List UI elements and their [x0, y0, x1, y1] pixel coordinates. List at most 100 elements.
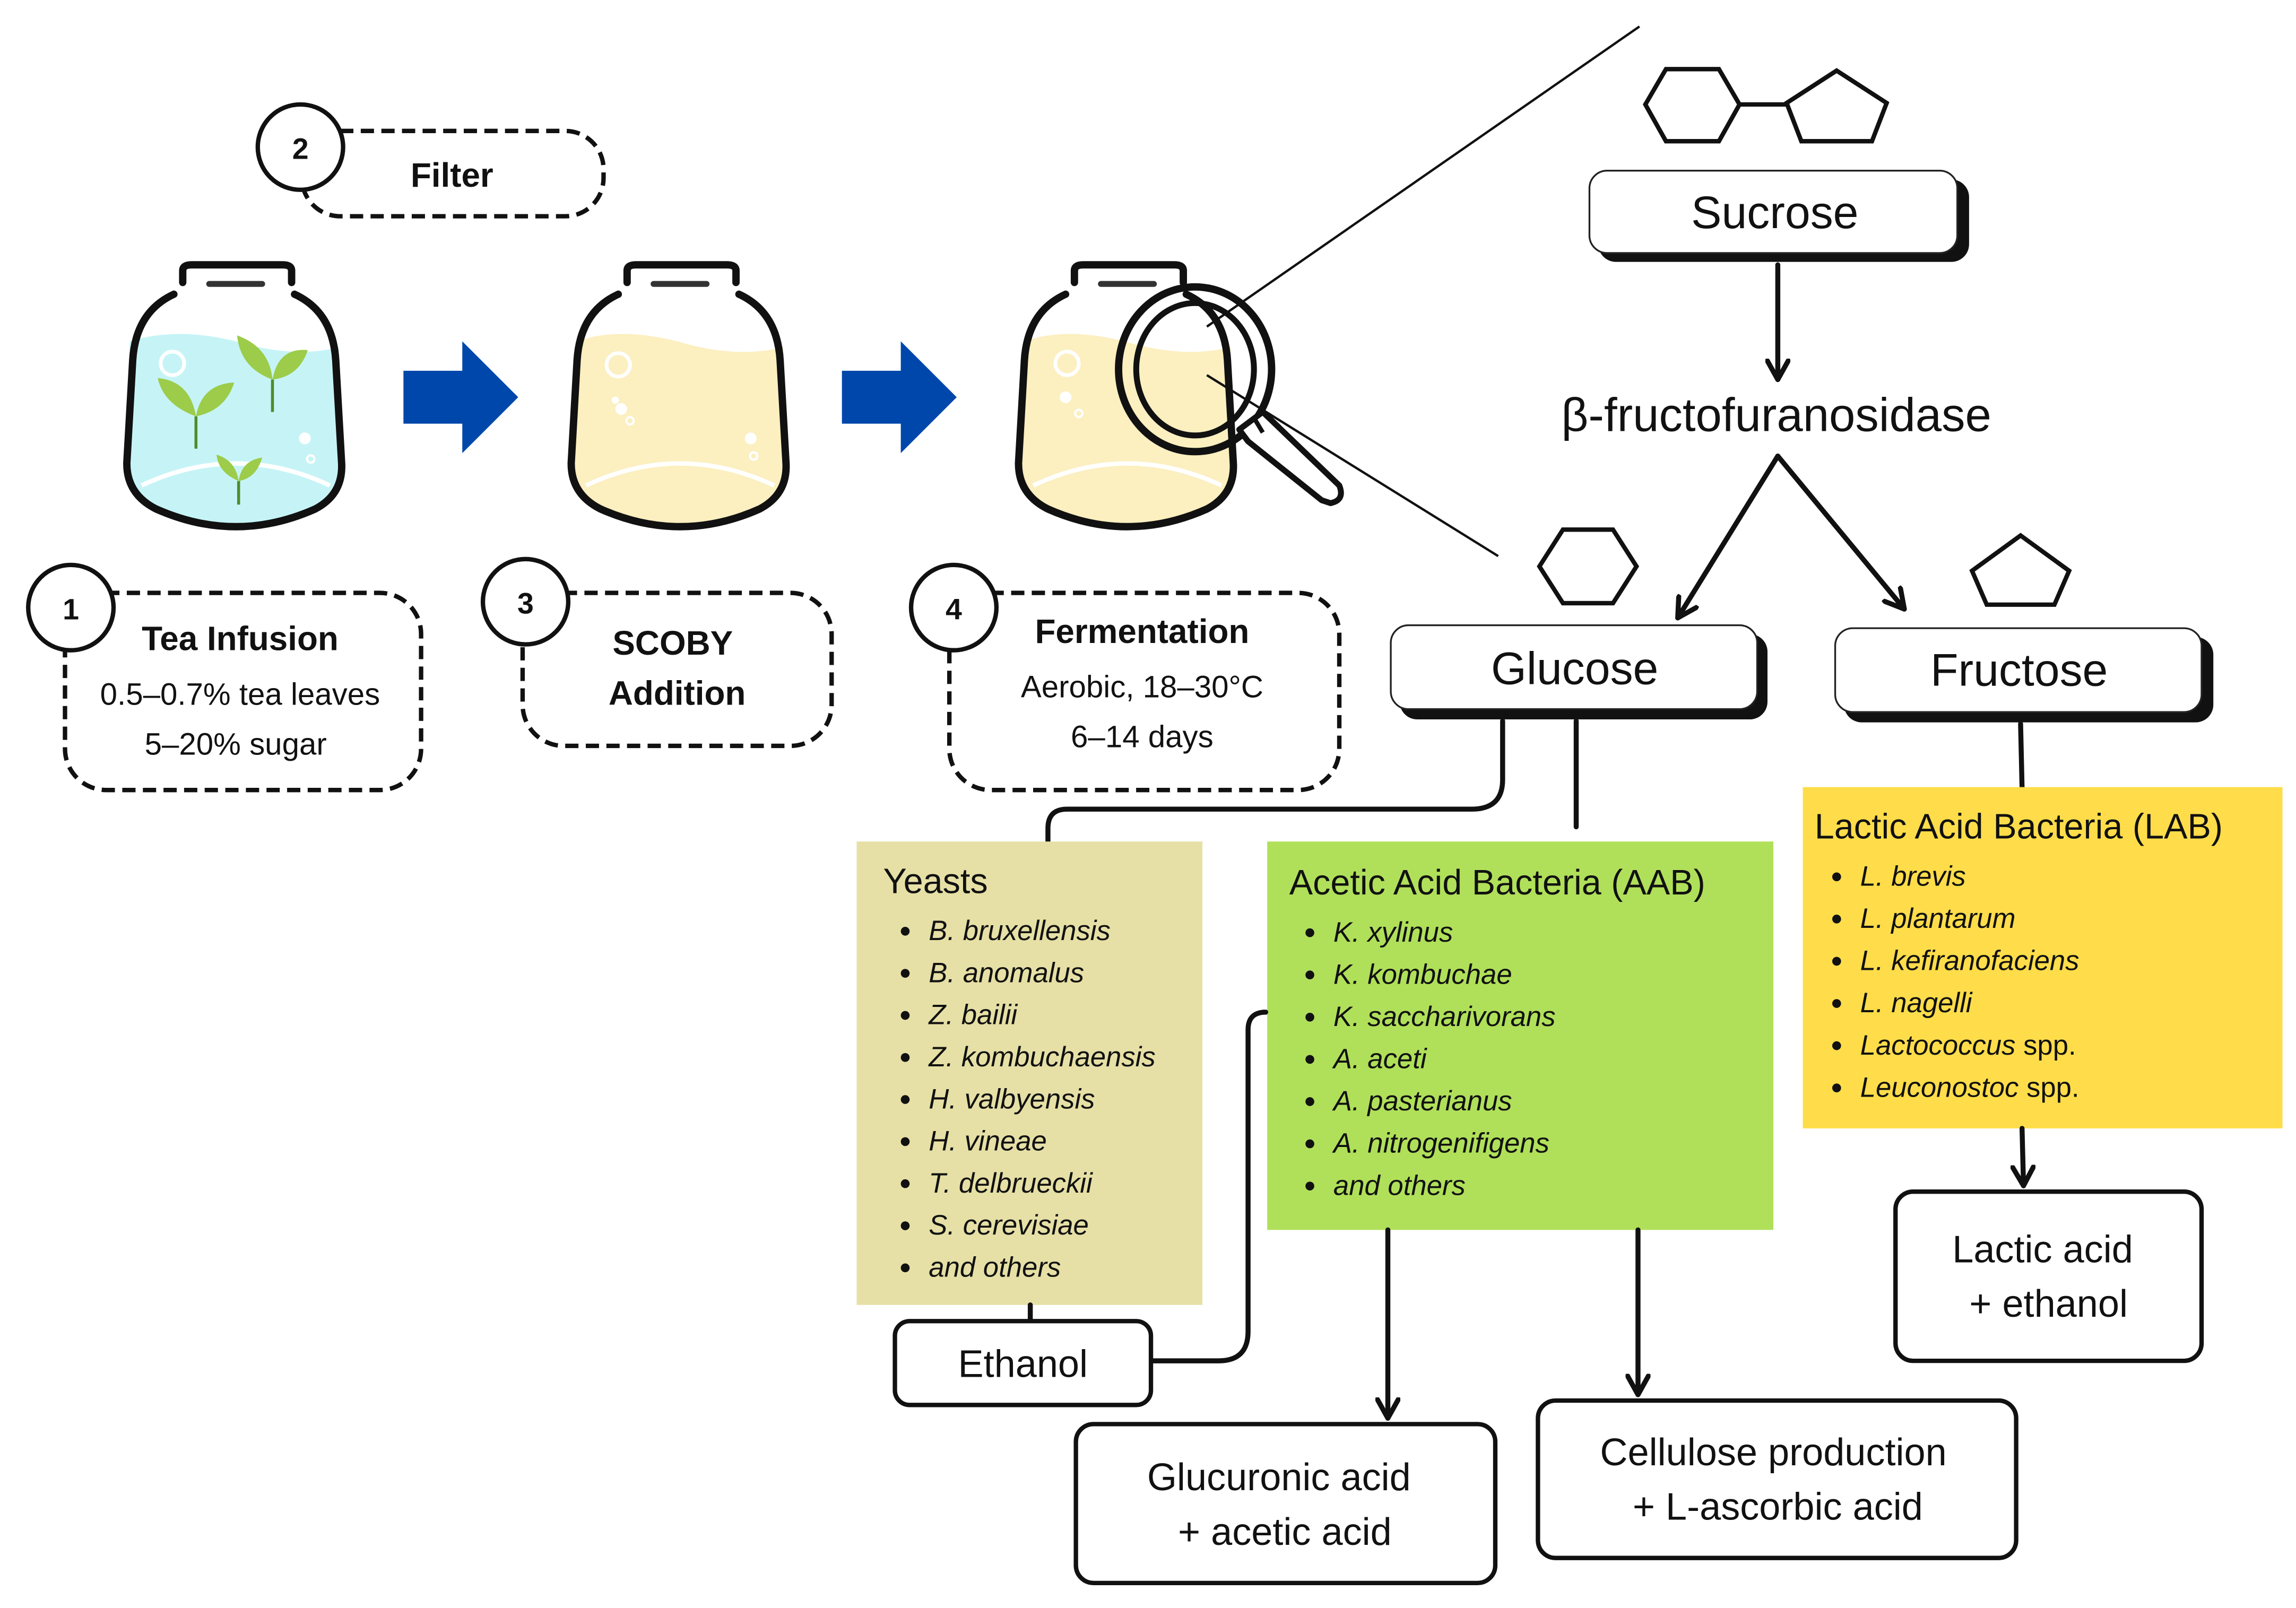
- tea-liquid: [126, 334, 342, 527]
- list-item: and others: [929, 1251, 1061, 1283]
- product-line: + L-ascorbic acid: [1633, 1486, 1923, 1528]
- bullet-icon: [900, 1221, 910, 1230]
- product-line: + ethanol: [1969, 1283, 2128, 1325]
- bullet-icon: [900, 969, 910, 978]
- process-arrow-1: [403, 341, 518, 454]
- list-item: A. pasterianus: [1332, 1085, 1512, 1117]
- list-item: H. vineae: [929, 1126, 1047, 1157]
- step-detail: Aerobic, 18–30°C: [1021, 670, 1263, 704]
- kombucha-liquid: [1018, 334, 1234, 527]
- bullet-icon: [1832, 957, 1841, 966]
- step-fermentation: 4 Fermentation Aerobic, 18–30°C 6–14 day…: [908, 562, 1342, 793]
- cellulose-box: Cellulose production + L-ascorbic acid: [1536, 1398, 2018, 1560]
- process-arrow-2: [842, 341, 957, 454]
- list-item: L. kefiranofaciens: [1860, 945, 2080, 977]
- glucose-box: Glucose: [1390, 624, 1768, 720]
- step-number: 1: [63, 593, 79, 625]
- list-item: B. bruxellensis: [929, 915, 1111, 946]
- list-item: T. delbrueckii: [929, 1168, 1093, 1199]
- bullet-icon: [900, 1053, 910, 1062]
- step-title: Tea Infusion: [142, 620, 339, 658]
- fructose-pentagon-icon: [1969, 533, 2072, 607]
- list-item: K. xylinus: [1333, 917, 1453, 948]
- bullet-icon: [900, 1179, 910, 1188]
- list-item: and others: [1333, 1170, 1466, 1201]
- list-item: L. nagelli: [1860, 987, 1973, 1019]
- jar-scoby: [567, 261, 790, 531]
- glucuronic-acid-box: Glucuronic acid + acetic acid: [1073, 1422, 1498, 1586]
- list-item: Lactococcus spp.: [1860, 1030, 2076, 1061]
- step-detail: 6–14 days: [1071, 720, 1214, 754]
- arrow-to-fructose: [1775, 453, 1907, 612]
- product-line: Lactic acid: [1952, 1228, 2133, 1271]
- zoom-line-upper: [1206, 25, 1640, 328]
- step-filter: 2 Filter: [255, 102, 606, 219]
- lab-box: Lactic Acid Bacteria (LAB) L. brevis L. p…: [1803, 787, 2283, 1128]
- ethanol-label: Ethanol: [958, 1343, 1088, 1386]
- bullet-icon: [1832, 915, 1841, 924]
- product-line: + acetic acid: [1178, 1511, 1392, 1553]
- list-item: Leuconostoc spp.: [1860, 1072, 2080, 1103]
- tea-leaf-icon: [237, 335, 308, 412]
- arrow-lab-lactic: [2022, 1126, 2024, 1188]
- lactic-acid-box: Lactic acid + ethanol: [1893, 1189, 2204, 1363]
- list-item: A. nitrogenifigens: [1332, 1128, 1549, 1159]
- list-item: B. anomalus: [929, 957, 1084, 988]
- list-item: Z. bailii: [928, 999, 1018, 1031]
- lab-title: Lactic Acid Bacteria (LAB): [1815, 807, 2223, 847]
- bullet-icon: [1832, 872, 1841, 882]
- step-number: 4: [946, 593, 962, 625]
- fructose-box: Fructose: [1834, 627, 2214, 723]
- bullet-icon: [1305, 928, 1314, 937]
- list-item: H. valbyensis: [929, 1083, 1095, 1115]
- arrow-to-glucose: [1675, 453, 1781, 621]
- sucrose-molecule-icon: [1643, 67, 1890, 144]
- bullet-icon: [1305, 970, 1314, 980]
- list-item: S. cerevisiae: [929, 1210, 1089, 1241]
- tea-leaf-icon: [158, 378, 235, 449]
- step-tea-infusion: 1 Tea Infusion 0.5–0.7% tea leaves 5–20%…: [26, 562, 423, 793]
- bullet-icon: [1832, 1041, 1841, 1050]
- connector-glucose-yeasts: [1045, 718, 1505, 844]
- bullet-icon: [1832, 1083, 1841, 1093]
- bullet-icon: [1305, 1013, 1314, 1022]
- step-title: Filter: [411, 156, 493, 194]
- connector-fructose-lab: [2018, 721, 2025, 790]
- kombucha-liquid: [571, 334, 786, 527]
- bullet-icon: [900, 1011, 910, 1020]
- aab-box: Acetic Acid Bacteria (AAB) K. xylinus K. …: [1267, 841, 1774, 1230]
- list-item: A. aceti: [1332, 1044, 1427, 1075]
- step-detail: 0.5–0.7% tea leaves: [100, 677, 380, 711]
- list-item: Z. kombuchaensis: [928, 1041, 1155, 1073]
- step-detail: 5–20% sugar: [145, 727, 327, 762]
- step-title: SCOBY: [612, 624, 733, 662]
- sucrose-box: Sucrose: [1588, 170, 1969, 262]
- list-item: K. kombuchae: [1333, 959, 1512, 990]
- bullet-icon: [1305, 1139, 1314, 1149]
- tea-leaf-icon: [216, 454, 263, 505]
- bullet-icon: [1305, 1055, 1314, 1064]
- bullet-icon: [1305, 1097, 1314, 1106]
- sucrose-label: Sucrose: [1691, 187, 1858, 238]
- aab-title: Acetic Acid Bacteria (AAB): [1289, 863, 1705, 902]
- step-number: 3: [517, 587, 534, 620]
- zoom-line-lower: [1206, 374, 1499, 558]
- list-item: K. saccharivorans: [1333, 1001, 1556, 1032]
- ethanol-box: Ethanol: [893, 1319, 1154, 1407]
- list-item: L. plantarum: [1860, 903, 2016, 934]
- product-line: Glucuronic acid: [1147, 1456, 1411, 1499]
- step-number: 2: [292, 132, 309, 165]
- product-line: Cellulose production: [1600, 1431, 1946, 1474]
- glucose-label: Glucose: [1491, 643, 1658, 694]
- list-item: L. brevis: [1860, 861, 1966, 892]
- yeasts-box: Yeasts B. bruxellensis B. anomalus Z. bail…: [856, 841, 1203, 1305]
- magnifying-glass-icon: [1115, 283, 1344, 506]
- step-scoby-addition: 3 SCOBY Addition: [480, 557, 834, 749]
- bullet-icon: [1305, 1181, 1314, 1190]
- bullet-icon: [900, 1095, 910, 1104]
- bullet-icon: [900, 927, 910, 936]
- enzyme-label: β-fructofuranosidase: [1561, 389, 1991, 441]
- bullet-icon: [900, 1263, 910, 1273]
- yeasts-title: Yeasts: [883, 862, 987, 901]
